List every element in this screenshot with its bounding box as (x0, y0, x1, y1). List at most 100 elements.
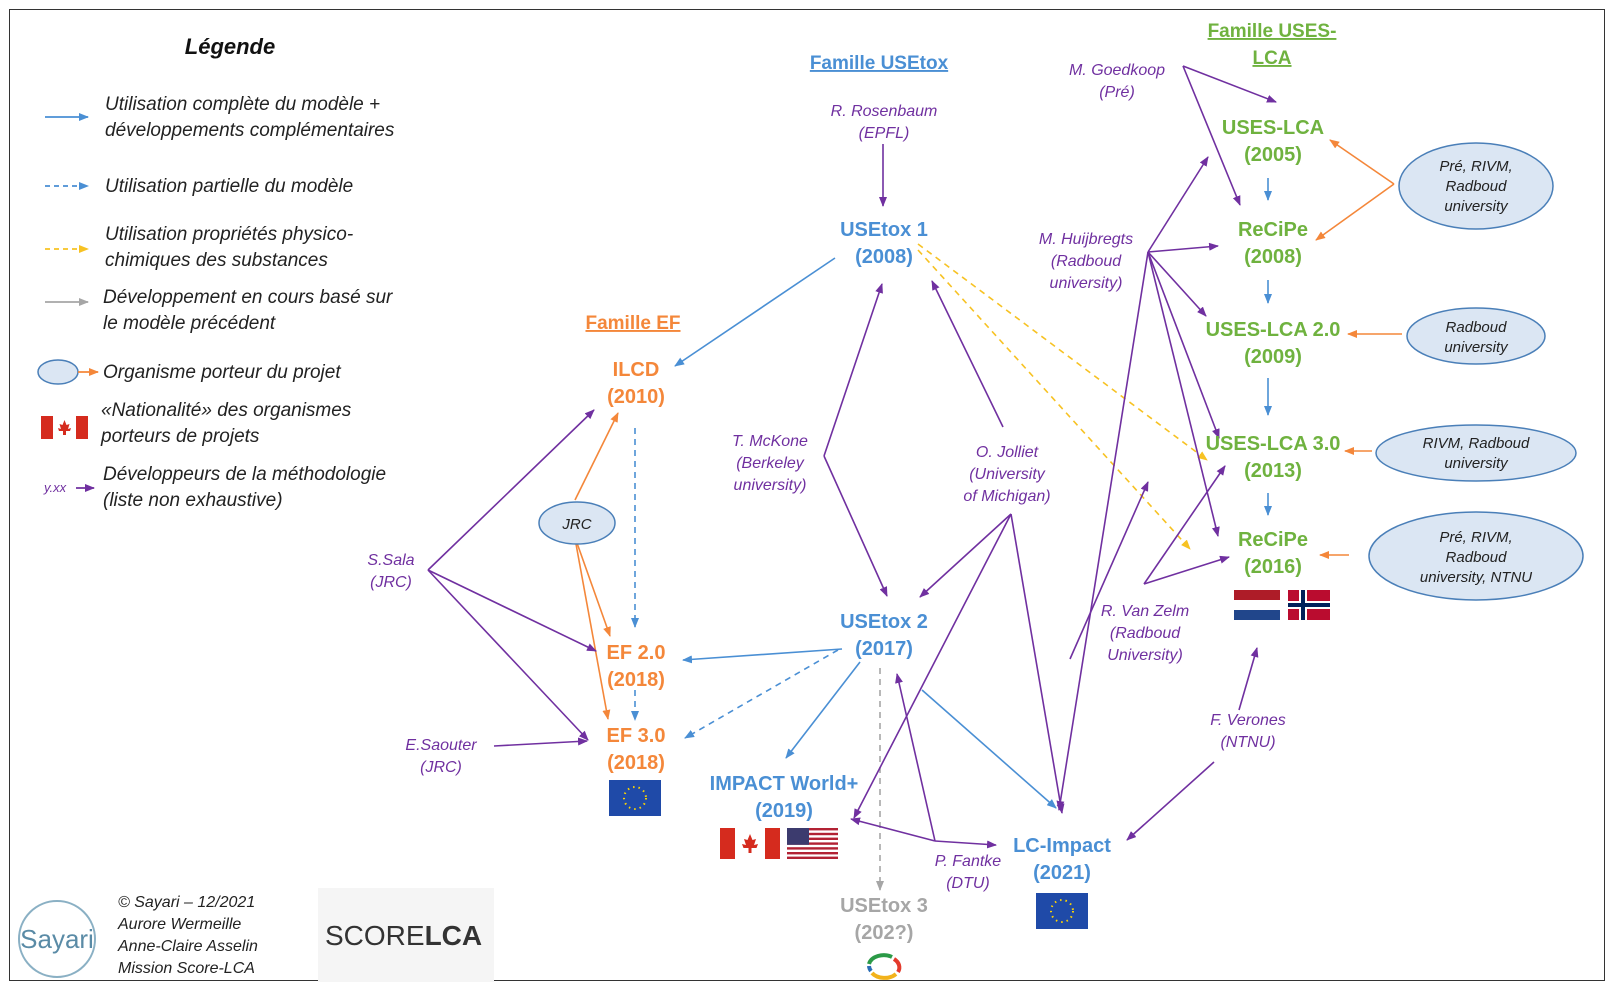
org-2-line-1: Radboud (1446, 319, 1508, 336)
org-4-ellipse (1368, 511, 1584, 601)
usetox-logo-icon (867, 953, 902, 980)
node-usetox2-name: USEtox 2 (840, 611, 928, 633)
flag-eu-icon (609, 780, 661, 816)
person-vanzelm-line-1: R. Van Zelm (1101, 603, 1189, 620)
legend-item-3-line-2: chimiques des substances (105, 250, 328, 271)
node-lcimpact-year: (2021) (1033, 862, 1091, 884)
node-usetox1-year: (2008) (855, 246, 913, 268)
legend-item-2-line-1: Utilisation partielle du modèle (105, 176, 353, 197)
person-goedkoop-line-1: M. Goedkoop (1069, 62, 1165, 79)
person-fantke-line-2: (DTU) (946, 875, 990, 892)
node-usetox1-name: USEtox 1 (840, 219, 928, 241)
legend-item-1-line-2: développements complémentaires (105, 120, 395, 141)
legend-item-6-line-1: «Nationalité» des organismes (101, 400, 352, 421)
family-ef-heading: Famille EF (585, 313, 680, 334)
flag-netherlands-icon (1234, 590, 1280, 620)
org-1-line-3: university (1444, 198, 1509, 215)
svg-text:SCORELCA: SCORELCA (325, 920, 482, 951)
person-saouter-line-2: (JRC) (420, 759, 462, 776)
org-jrc-ellipse (538, 501, 616, 545)
node-uses2-year: (2009) (1244, 346, 1302, 368)
node-ef2-year: (2018) (607, 669, 665, 691)
person-fantke-line-1: P. Fantke (935, 853, 1002, 870)
node-uses1-name: USES-LCA (1222, 117, 1324, 139)
person-vanzelm-line-3: University) (1107, 647, 1183, 664)
flag-canada-icon (720, 828, 780, 859)
node-lcimpact-name: LC-Impact (1013, 835, 1111, 857)
node-ef3-year: (2018) (607, 752, 665, 774)
legend-title: Légende (185, 34, 275, 59)
node-uses2-name: USES-LCA 2.0 (1206, 319, 1341, 341)
legend: Légende Utilisation complète du modèle +… (37, 34, 395, 511)
org-3-line-1: RIVM, Radboud (1423, 435, 1530, 452)
node-recipe1-name: ReCiPe (1238, 219, 1308, 241)
legend-item-5-line-1: Organisme porteur du projet (103, 362, 341, 383)
person-mckone-line-1: T. McKone (732, 433, 808, 450)
person-jolliet-line-3: of Michigan) (963, 488, 1050, 505)
legend-item-1-line-1: Utilisation complète du modèle + (105, 94, 380, 115)
org-3-line-2: university (1444, 455, 1509, 472)
node-usetox2-year: (2017) (855, 638, 913, 660)
flag-norway-icon (1288, 590, 1330, 620)
legend-ellipse-icon (37, 359, 79, 385)
org-4-line-3: university, NTNU (1420, 569, 1532, 586)
scorelca-logo: SCORELCA (318, 888, 494, 982)
node-recipe2-year: (2016) (1244, 556, 1302, 578)
legend-item-3-line-1: Utilisation propriétés physico- (105, 224, 353, 245)
node-uses3-year: (2013) (1244, 460, 1302, 482)
person-rosenbaum-line-1: R. Rosenbaum (831, 103, 938, 120)
person-huijbregts-line-2: (Radboud (1051, 253, 1122, 270)
node-uses1-year: (2005) (1244, 144, 1302, 166)
legend-flag-canada-icon (41, 416, 88, 439)
scorelca-logo-lca: LCA (425, 920, 483, 951)
connectors (427, 65, 1402, 891)
org-1-ellipse (1398, 142, 1554, 230)
person-vanzelm-line-2: (Radboud (1110, 625, 1181, 642)
org-1-line-1: Pré, RIVM, (1439, 158, 1512, 175)
node-impact-name: IMPACT World+ (710, 773, 859, 795)
org-2-line-2: university (1444, 339, 1509, 356)
person-huijbregts-line-1: M. Huijbregts (1039, 231, 1133, 248)
legend-item-7-line-2: (liste non exhaustive) (103, 490, 283, 511)
node-ilcd-year: (2010) (607, 386, 665, 408)
credit-line-2: Aurore Wermeille (117, 916, 241, 933)
org-2-ellipse (1406, 307, 1546, 365)
family-usetox-heading: Famille USEtox (810, 53, 949, 74)
credits: © Sayari – 12/2021 Aurore Wermeille Anne… (117, 894, 258, 977)
org-jrc-label: JRC (561, 516, 591, 533)
person-sala-line-1: S.Sala (367, 552, 414, 569)
node-impact-year: (2019) (755, 800, 813, 822)
scorelca-logo-score: SCORE (325, 920, 425, 951)
legend-developer-marker: y.xx (43, 480, 67, 495)
legend-item-4-line-2: le modèle précédent (103, 313, 276, 334)
org-1-line-2: Radboud (1446, 178, 1508, 195)
node-recipe1-year: (2008) (1244, 246, 1302, 268)
credit-line-1: © Sayari – 12/2021 (118, 894, 255, 911)
person-huijbregts-line-3: university) (1050, 275, 1123, 292)
legend-item-7-line-1: Développeurs de la méthodologie (103, 464, 386, 485)
family-uses-heading-line-2: LCA (1252, 48, 1291, 69)
family-uses-heading-line-1: Famille USES- (1208, 21, 1337, 42)
node-ilcd-name: ILCD (613, 359, 660, 381)
method-nodes: USEtox 1 (2008) USEtox 2 (2017) USEtox 3… (607, 117, 1341, 944)
flag-eu-icon-lcimpact (1036, 893, 1088, 929)
legend-item-6-line-2: porteurs de projets (100, 426, 260, 447)
credit-line-4: Mission Score-LCA (118, 960, 255, 977)
flag-usa-icon (787, 828, 838, 859)
node-ef2-name: EF 2.0 (607, 642, 666, 664)
org-4-line-2: Radboud (1446, 549, 1508, 566)
person-rosenbaum-line-2: (EPFL) (859, 125, 910, 142)
node-ef3-name: EF 3.0 (607, 725, 666, 747)
org-4-line-1: Pré, RIVM, (1439, 529, 1512, 546)
diagram-frame (9, 9, 1605, 981)
node-uses3-name: USES-LCA 3.0 (1206, 433, 1341, 455)
node-usetox3-year: (202?) (855, 922, 914, 944)
org-3-ellipse (1375, 424, 1577, 482)
person-saouter-line-1: E.Saouter (405, 737, 477, 754)
person-verones-line-1: F. Verones (1210, 712, 1286, 729)
person-mckone-line-2: (Berkeley (736, 455, 805, 472)
person-jolliet-line-2: (University (969, 466, 1046, 483)
person-goedkoop-line-2: (Pré) (1099, 84, 1135, 101)
node-recipe2-name: ReCiPe (1238, 529, 1308, 551)
